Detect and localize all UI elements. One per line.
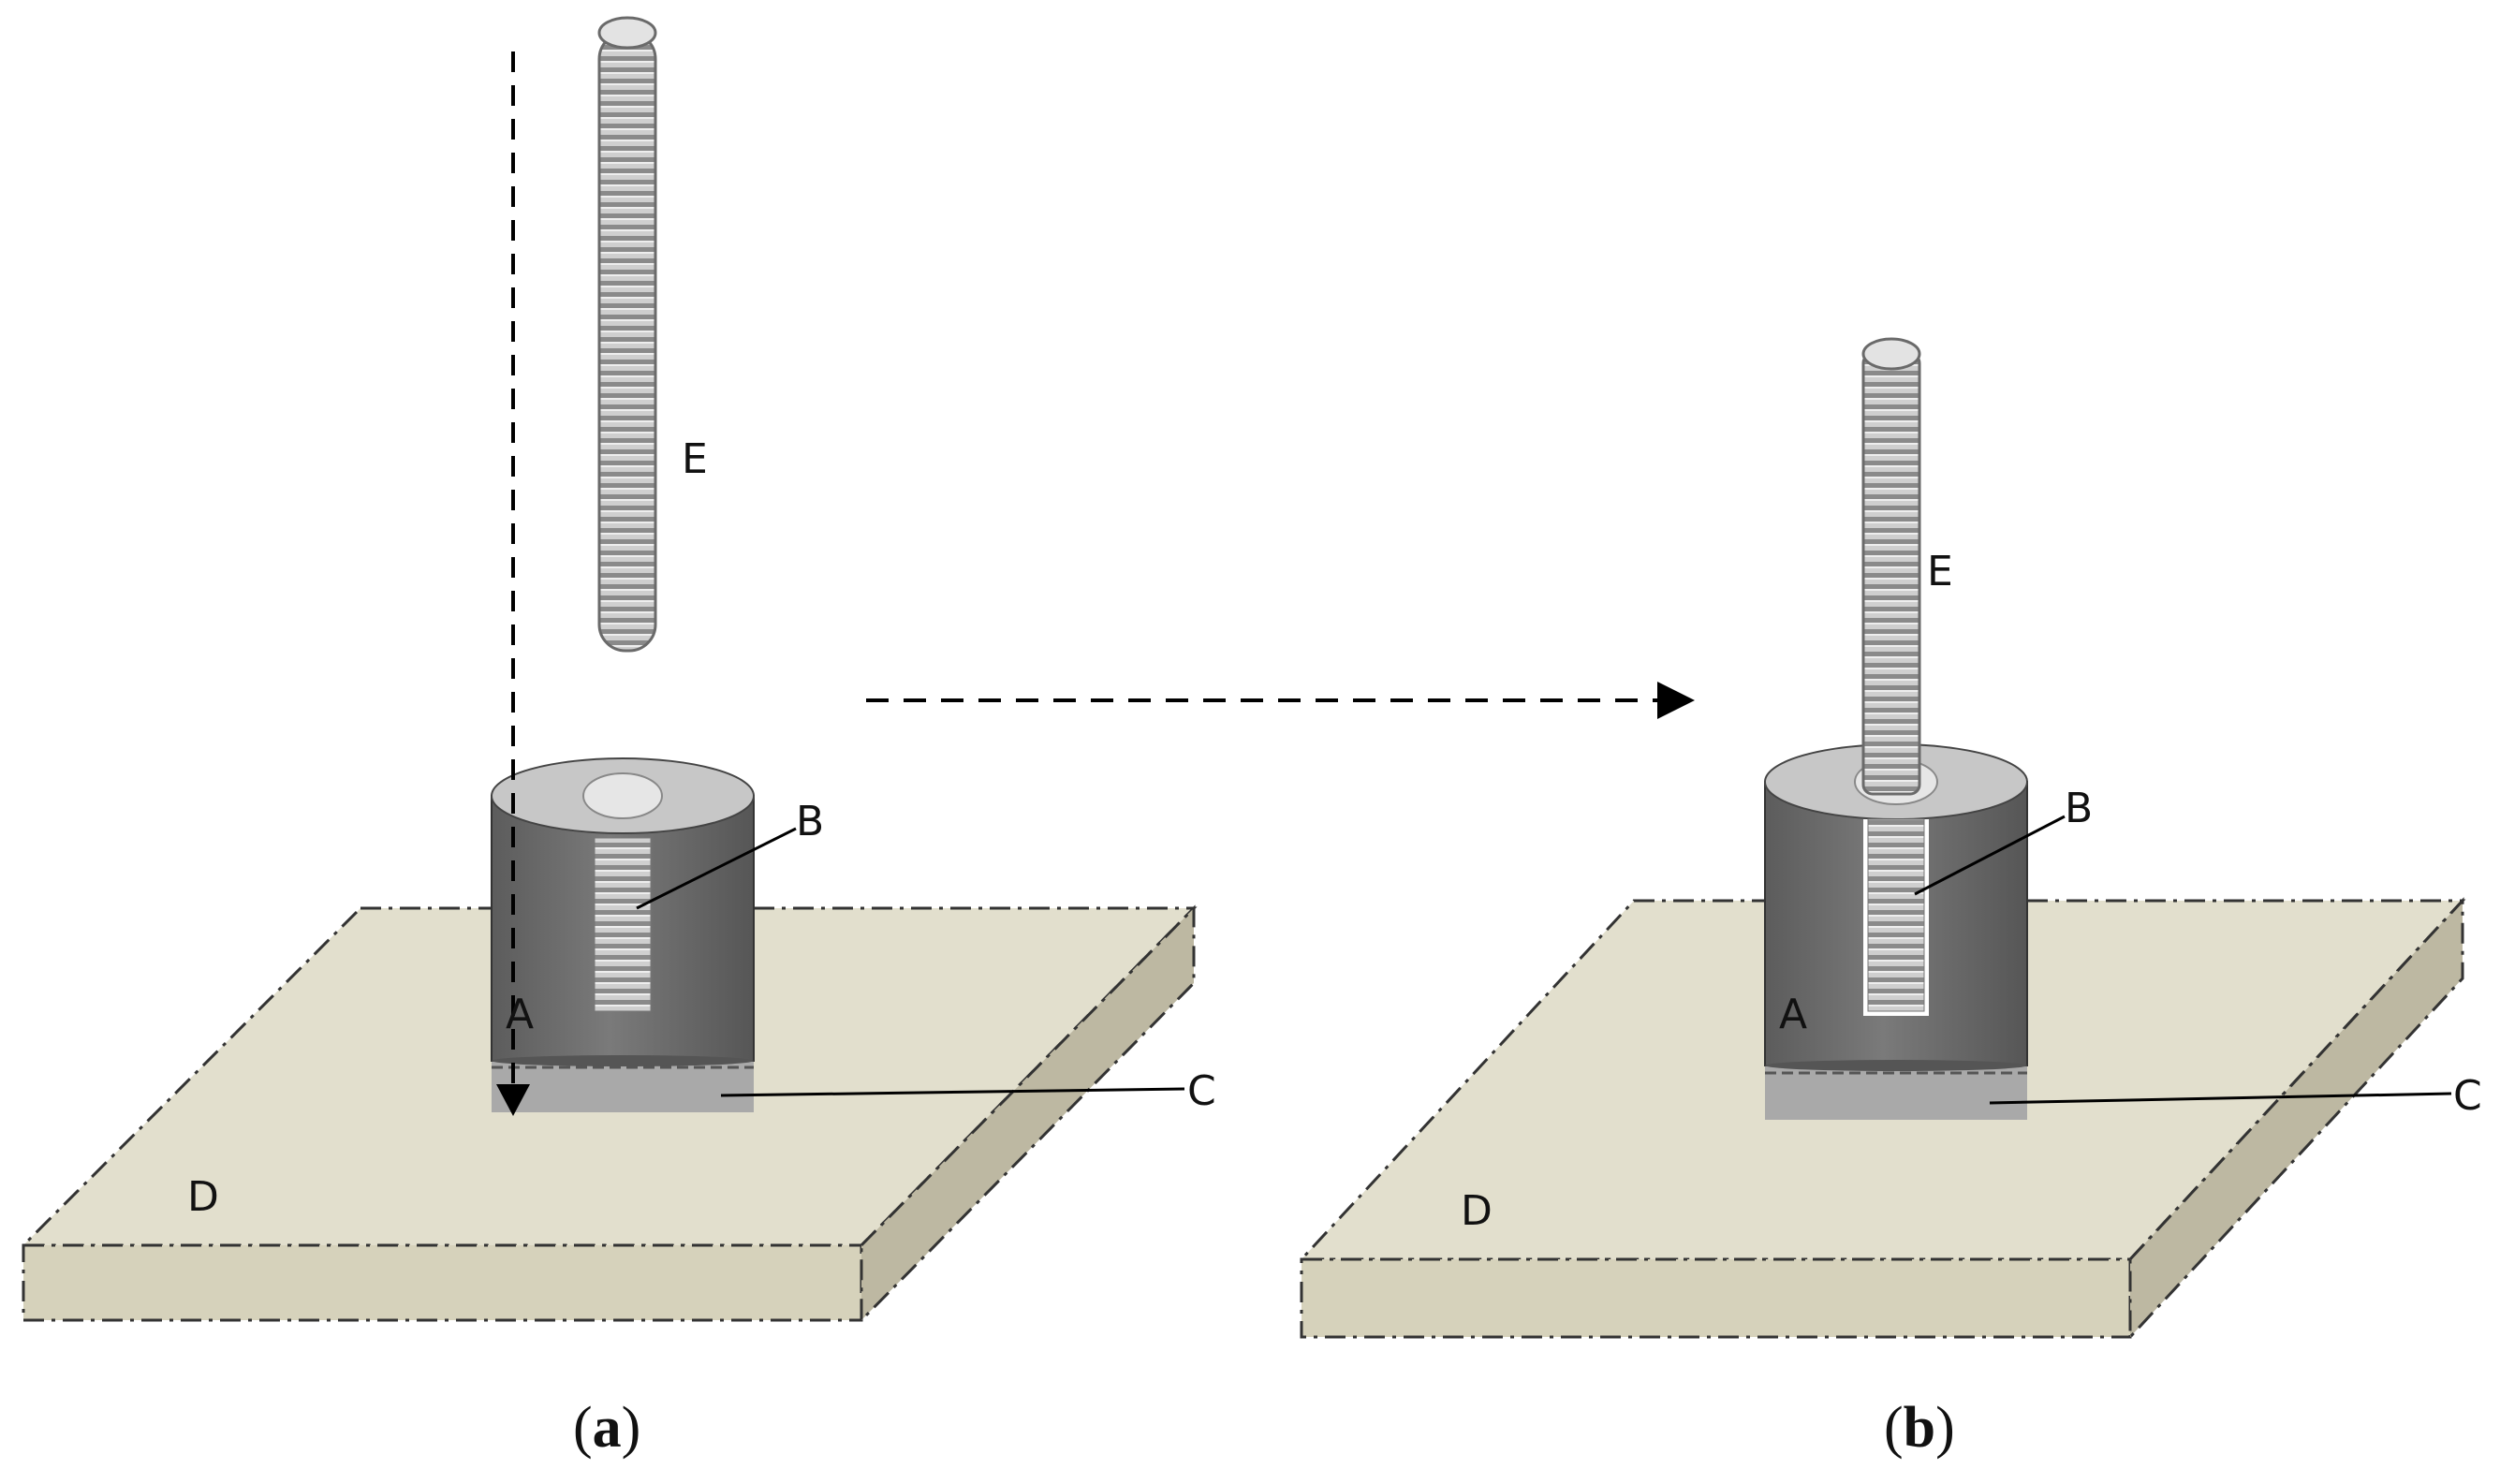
transition-arrowhead xyxy=(1657,682,1695,719)
panel-b: E B A C D (b) xyxy=(1298,337,2482,1460)
leader-c-b xyxy=(1989,1092,2452,1105)
leader-b-b xyxy=(1914,815,2066,896)
threaded-rod-e-b xyxy=(1861,337,1921,796)
caption-a-close: ) xyxy=(622,1396,641,1460)
cylinder-bottom-edge-b xyxy=(1765,1060,2027,1071)
internal-thread-b xyxy=(594,837,652,1012)
label-e-b: E xyxy=(1927,548,1953,595)
cylinder-bore xyxy=(582,772,663,819)
label-b: B xyxy=(796,798,824,845)
label-a-b: A xyxy=(1779,991,1807,1038)
slab-front-face-b xyxy=(1300,1257,2132,1339)
caption-a-letter: a xyxy=(593,1396,622,1460)
panel-a: E B A C D (a) xyxy=(20,16,1216,1460)
cylinder-bottom-edge xyxy=(492,1055,754,1066)
label-c: C xyxy=(1187,1067,1216,1115)
caption-b-open: ( xyxy=(1884,1396,1904,1460)
caption-b-letter: b xyxy=(1904,1396,1935,1460)
pad-c-b xyxy=(1765,1065,2027,1120)
slab-front-face xyxy=(22,1243,863,1322)
leader-b xyxy=(636,827,797,910)
pad-c xyxy=(492,1061,754,1112)
internal-thread-b-b xyxy=(1867,818,1925,1012)
caption-b-close: ) xyxy=(1935,1396,1955,1460)
rod-end-cap-b xyxy=(1861,337,1921,371)
caption-a-open: ( xyxy=(573,1396,593,1460)
threaded-rod-e xyxy=(597,16,657,653)
slab-side-face xyxy=(860,904,1196,1324)
caption-a: (a) xyxy=(573,1396,640,1460)
slab-side-face-b xyxy=(2128,897,2464,1341)
label-d-b: D xyxy=(1461,1187,1493,1235)
label-a: A xyxy=(506,991,534,1038)
insertion-arrowhead xyxy=(496,1084,530,1116)
rod-body-b xyxy=(1861,352,1921,796)
leader-c xyxy=(720,1087,1185,1097)
cylinder-a xyxy=(491,757,755,1066)
caption-b: (b) xyxy=(1884,1396,1955,1460)
label-e: E xyxy=(682,435,708,483)
label-c-b: C xyxy=(2453,1072,2482,1120)
rod-body xyxy=(597,31,657,653)
label-b-b: B xyxy=(2065,785,2093,832)
label-d: D xyxy=(187,1173,219,1221)
rod-end-cap xyxy=(597,16,657,50)
